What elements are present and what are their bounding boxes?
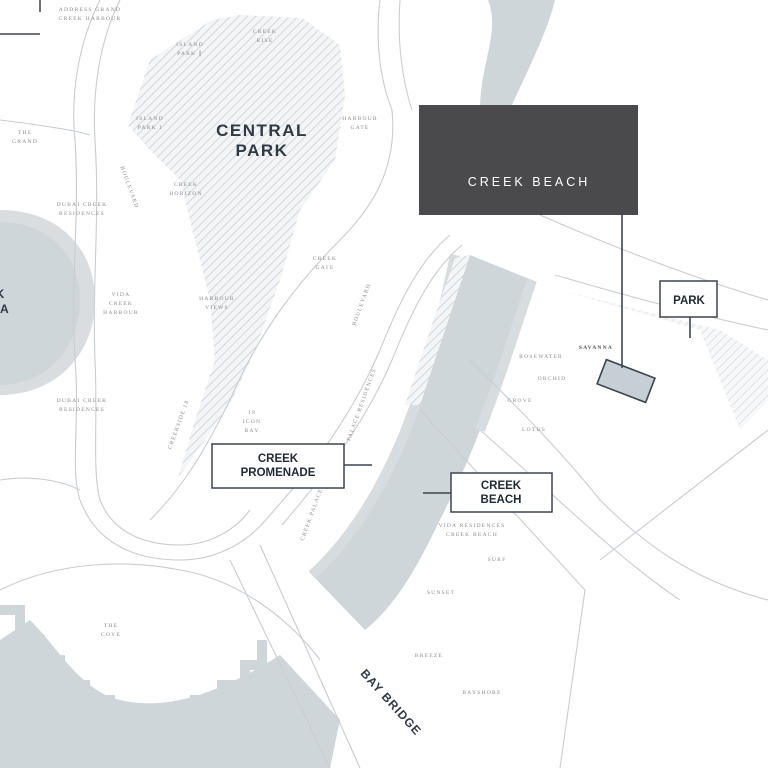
savanna-plot bbox=[596, 358, 656, 404]
cove-pier bbox=[0, 605, 267, 725]
creek-promenade-box[interactable] bbox=[211, 443, 345, 489]
corner-frame-fragment bbox=[0, 0, 41, 35]
promenade-hatch bbox=[405, 255, 470, 405]
park-label: PARK bbox=[673, 295, 705, 307]
marina-partial-label: KNA bbox=[0, 287, 9, 316]
breeze-label: BREEZE bbox=[415, 653, 443, 659]
creek-beach-main-box[interactable] bbox=[419, 105, 638, 215]
lotus-label: LOTUS bbox=[522, 427, 546, 433]
surf-label: SURF bbox=[488, 557, 507, 563]
creek-beach-main-label: CREEK BEACH bbox=[468, 175, 591, 189]
leader-lines bbox=[344, 215, 691, 494]
orchid-label: ORCHID bbox=[538, 376, 567, 382]
savanna-label: SAVANNA bbox=[579, 345, 613, 351]
park-box[interactable] bbox=[659, 280, 718, 318]
rosewater-label: ROSEWATER bbox=[519, 354, 563, 360]
creek-beach-box[interactable] bbox=[450, 472, 553, 513]
park-hatch bbox=[560, 290, 768, 430]
grove-label: GROVE bbox=[507, 398, 532, 404]
central-park-area bbox=[128, 15, 345, 478]
bayshore-label: BAYSHORE bbox=[462, 690, 501, 696]
sunset-label: SUNSET bbox=[427, 590, 455, 596]
